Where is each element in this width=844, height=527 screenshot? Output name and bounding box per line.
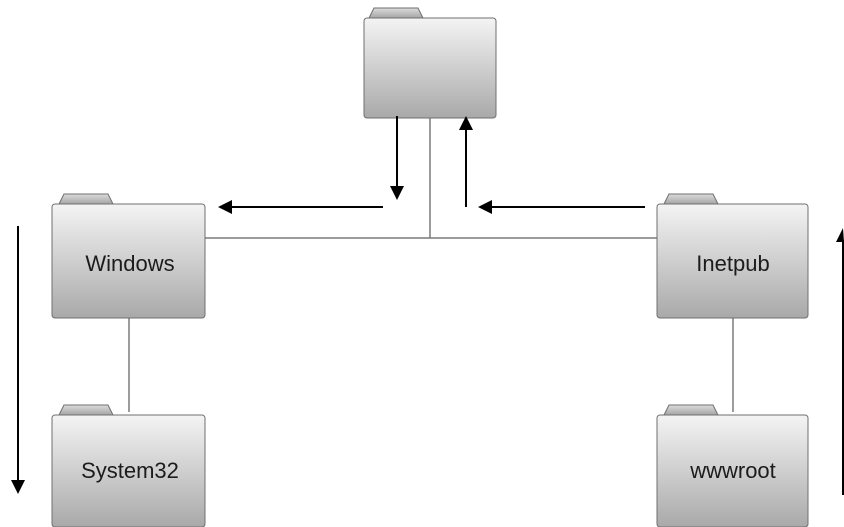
arrow-up-right-side bbox=[836, 228, 844, 495]
folder-label: Windows bbox=[85, 251, 174, 276]
arrow-up-icon bbox=[459, 116, 473, 130]
folder-system32[interactable]: System32 bbox=[51, 404, 206, 527]
arrow-left-from-inetpub bbox=[478, 200, 645, 214]
arrow-up-to-root bbox=[459, 116, 473, 207]
folder-label: System32 bbox=[81, 458, 179, 483]
folder-windows[interactable]: Windows bbox=[51, 193, 206, 319]
folder-wwwroot[interactable]: wwwroot bbox=[656, 404, 809, 527]
arrow-left-icon bbox=[478, 200, 492, 214]
arrow-down-icon bbox=[11, 480, 25, 494]
tree-connectors bbox=[128, 118, 734, 412]
folder-inetpub[interactable]: Inetpub bbox=[656, 193, 809, 319]
arrow-left-to-windows bbox=[218, 200, 383, 214]
folder-root[interactable] bbox=[363, 7, 497, 119]
arrow-up-icon bbox=[836, 228, 844, 242]
arrow-root-down bbox=[390, 116, 404, 200]
folder-label: Inetpub bbox=[696, 251, 769, 276]
folder-label: wwwroot bbox=[689, 458, 776, 483]
arrow-down-left-side bbox=[11, 226, 25, 494]
arrow-left-icon bbox=[218, 200, 232, 214]
arrow-down-icon bbox=[390, 186, 404, 200]
